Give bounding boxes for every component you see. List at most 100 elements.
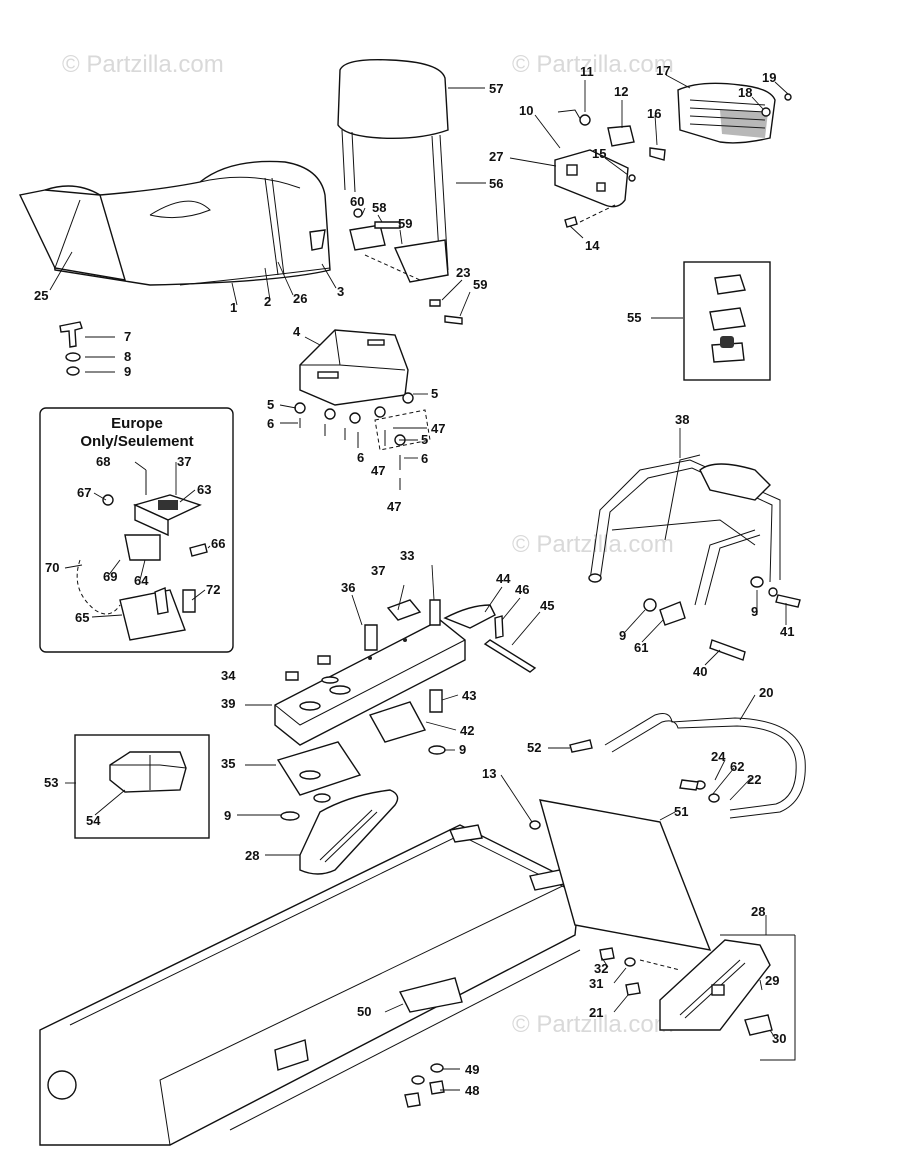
callout-54: 54 [86, 813, 101, 828]
callout-38: 38 [675, 412, 689, 427]
callout-60: 60 [350, 194, 364, 209]
callout-39: 39 [221, 696, 235, 711]
part-55-box [683, 261, 771, 381]
callout-9e: 9 [224, 808, 231, 823]
callout-66: 66 [211, 536, 225, 551]
callout-47b: 47 [371, 463, 385, 478]
callout-40: 40 [693, 664, 707, 679]
callout-27: 27 [489, 149, 503, 164]
callout-42: 42 [460, 723, 474, 738]
callout-69: 69 [103, 569, 117, 584]
callout-59a: 59 [398, 216, 412, 231]
callout-22: 22 [747, 772, 761, 787]
callout-14: 14 [585, 238, 600, 253]
leader-lines [49, 74, 789, 1091]
callout-70: 70 [45, 560, 59, 575]
callout-64: 64 [134, 573, 149, 588]
callout-72: 72 [206, 582, 220, 597]
tunnel-body [39, 824, 581, 1146]
callout-35: 35 [221, 756, 235, 771]
callout-28b: 28 [751, 904, 765, 919]
callout-33: 33 [400, 548, 414, 563]
callout-5c: 5 [421, 432, 428, 447]
taillight-assembly [554, 82, 792, 228]
side-cover [599, 934, 796, 1061]
callout-3: 3 [337, 284, 344, 299]
callout-2: 2 [264, 294, 271, 309]
callout-29: 29 [765, 973, 779, 988]
seat-assembly [18, 160, 331, 286]
callout-32: 32 [594, 961, 608, 976]
callout-41: 41 [780, 624, 794, 639]
callout-67: 67 [77, 485, 91, 500]
callout-30: 30 [772, 1031, 786, 1046]
watermark-1: © Partzilla.com [62, 51, 224, 78]
callout-45: 45 [540, 598, 554, 613]
callout-36: 36 [341, 580, 355, 595]
rear-bumper [604, 713, 806, 819]
watermark-2: © Partzilla.com [512, 51, 674, 78]
watermark-4: © Partzilla.com [512, 1011, 674, 1038]
callout-47c: 47 [387, 499, 401, 514]
toolbox-assembly [294, 329, 431, 490]
callout-26: 26 [293, 291, 307, 306]
callout-37b: 37 [177, 454, 191, 469]
grab-handle [299, 789, 399, 875]
callout-23: 23 [456, 265, 470, 280]
europe-box-title: Europe [111, 415, 163, 432]
hardware-48-49 [404, 1063, 445, 1108]
callout-58: 58 [372, 200, 386, 215]
callout-62: 62 [730, 759, 744, 774]
callout-56: 56 [489, 176, 503, 191]
backrest-assembly [337, 59, 463, 325]
watermark-3: © Partzilla.com [512, 531, 674, 558]
callout-48: 48 [465, 1083, 479, 1098]
callout-labels: 1 2 3 4 5 5 5 6 6 6 7 8 9 9 9 9 9 10 11 … [34, 63, 794, 1098]
callout-15: 15 [592, 146, 606, 161]
callout-5a: 5 [267, 397, 274, 412]
callout-9c: 9 [751, 604, 758, 619]
callout-57: 57 [489, 81, 503, 96]
callout-18: 18 [738, 85, 752, 100]
callout-61: 61 [634, 640, 648, 655]
callout-8: 8 [124, 349, 131, 364]
callout-10: 10 [519, 103, 533, 118]
mounting-plate-assembly [274, 599, 537, 821]
callout-4: 4 [293, 324, 301, 339]
europe-only-box: Europe Only/Seulement [39, 407, 234, 653]
callout-65: 65 [75, 610, 89, 625]
callout-44: 44 [496, 571, 511, 586]
snow-flap [529, 739, 712, 951]
callout-13: 13 [482, 766, 496, 781]
callout-34: 34 [221, 668, 236, 683]
callout-37a: 37 [371, 563, 385, 578]
callout-63: 63 [197, 482, 211, 497]
callout-55: 55 [627, 310, 641, 325]
callout-59b: 59 [473, 277, 487, 292]
callout-9b: 9 [619, 628, 626, 643]
callout-9a: 9 [124, 364, 131, 379]
callout-21: 21 [589, 1005, 603, 1020]
part-53-box [74, 734, 210, 839]
callout-31: 31 [589, 976, 603, 991]
callout-5b: 5 [431, 386, 438, 401]
callout-49: 49 [465, 1062, 479, 1077]
callout-43: 43 [462, 688, 476, 703]
callout-19: 19 [762, 70, 776, 85]
callout-6b: 6 [357, 450, 364, 465]
callout-68: 68 [96, 454, 110, 469]
callout-47a: 47 [431, 421, 445, 436]
callout-6a: 6 [267, 416, 274, 431]
rear-rack [588, 454, 801, 661]
callout-12: 12 [614, 84, 628, 99]
callout-24: 24 [711, 749, 726, 764]
callout-28a: 28 [245, 848, 259, 863]
callout-52: 52 [527, 740, 541, 755]
callout-51: 51 [674, 804, 688, 819]
callout-17: 17 [656, 63, 670, 78]
callout-1: 1 [230, 300, 237, 315]
hardware-7-8-9 [59, 321, 83, 376]
callout-25: 25 [34, 288, 48, 303]
callout-16: 16 [647, 106, 661, 121]
